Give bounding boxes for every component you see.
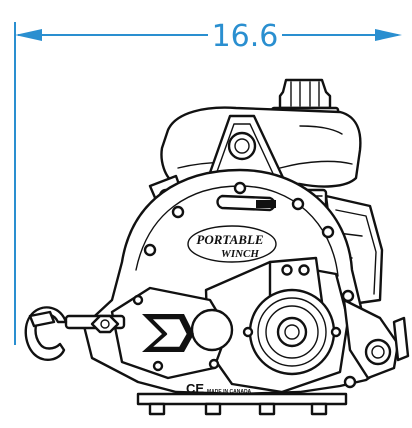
ce-mark: CE <box>186 381 204 396</box>
logo-line2: WINCH <box>221 248 259 260</box>
certification-marks: CE MADE IN CANADA <box>186 381 252 396</box>
portable-winch-logo: PORTABLE WINCH <box>187 225 277 263</box>
rope-roller <box>342 298 410 389</box>
logo-line1: PORTABLE <box>196 232 264 247</box>
base-feet <box>136 392 348 416</box>
dimension-arrow-right-icon <box>375 29 402 41</box>
dimension-annotation: 16.6 <box>14 19 402 345</box>
dimension-arrow-left-icon <box>15 29 42 41</box>
anchor-bracket <box>110 286 234 380</box>
engine-tank <box>160 78 362 188</box>
small-print: MADE IN CANADA <box>207 389 252 395</box>
dimension-value: 16.6 <box>212 19 279 54</box>
hook <box>24 306 126 361</box>
capstan-drum <box>242 288 342 376</box>
